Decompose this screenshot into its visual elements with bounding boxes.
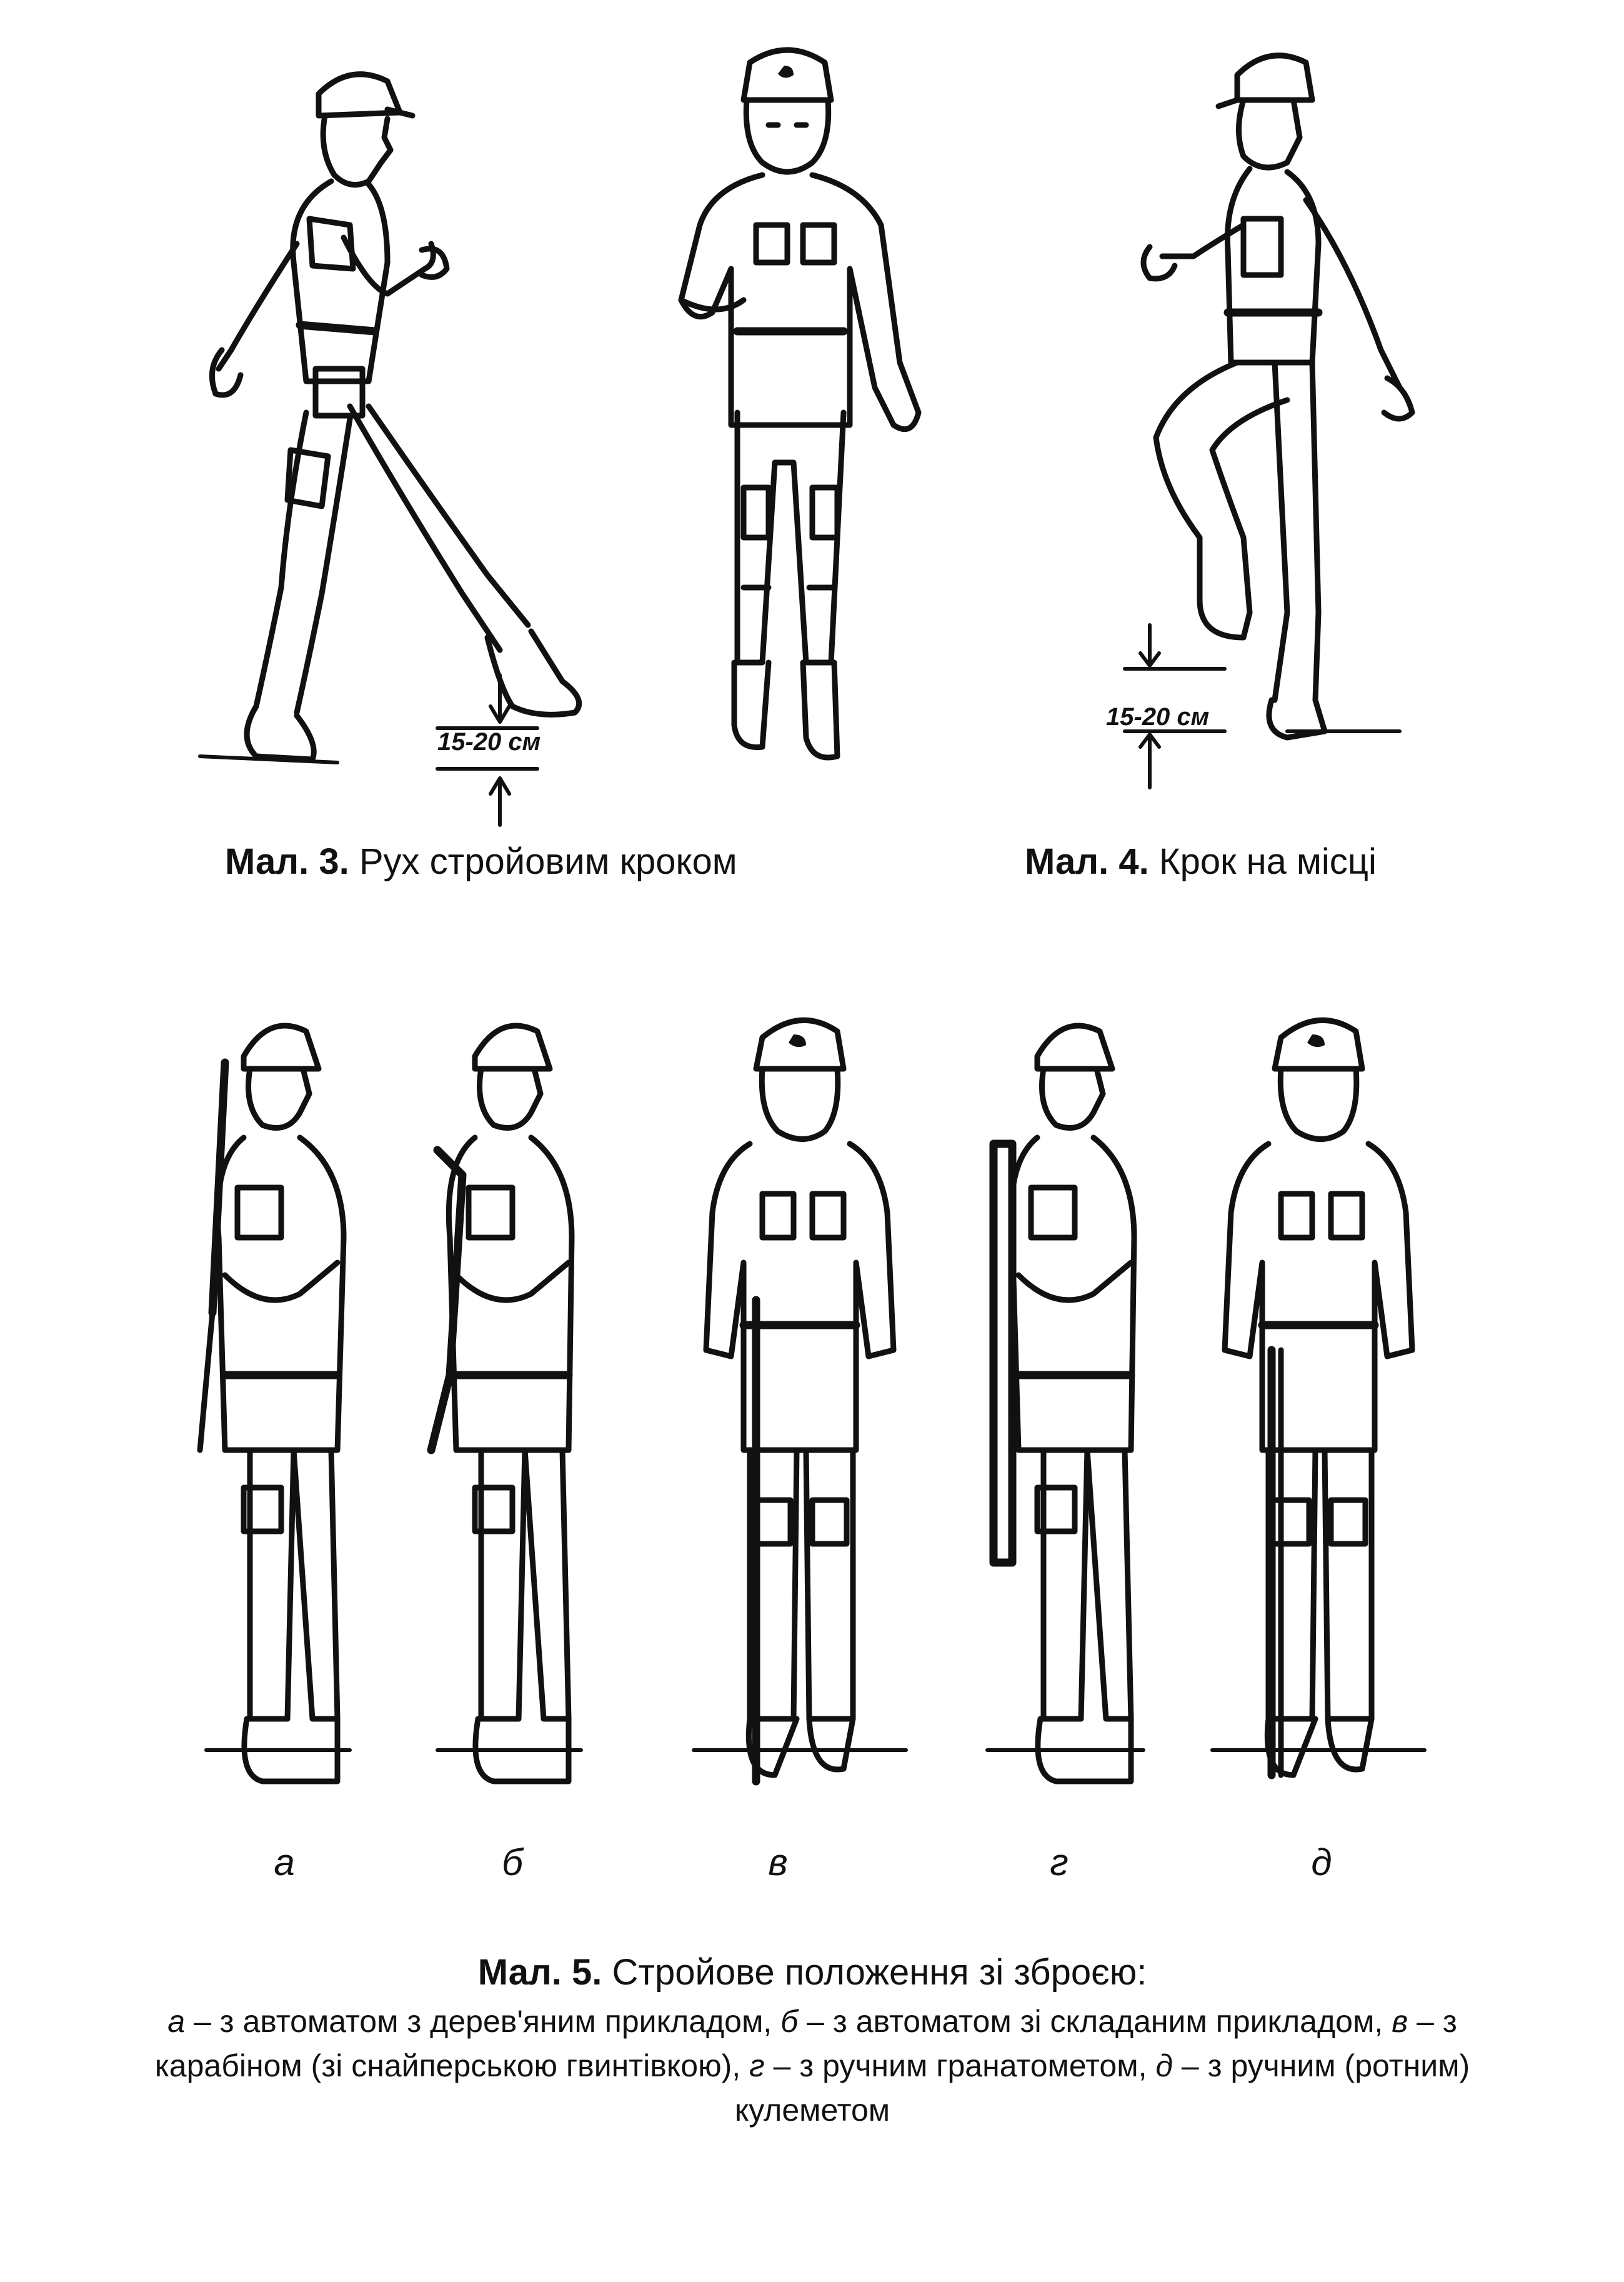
legend-text-d: – з ручним (ротним) кулеметом — [734, 2048, 1470, 2128]
fig3-step-height-label: 15-20 см — [437, 728, 541, 756]
fig5-letter-b: б — [502, 1841, 523, 1883]
step-in-place-soldier-illustration — [1123, 53, 1415, 789]
fig4-title: Крок на місці — [1158, 841, 1377, 882]
soldier-b-illustration — [427, 1023, 583, 1784]
marching-soldier-front-illustration — [678, 47, 922, 761]
fig5-caption-title: Мал. 5. Стройове положення зі зброєю: — [125, 1950, 1500, 1994]
fig5-caption: Мал. 5. Стройове положення зі зброєю: а … — [125, 1950, 1500, 2133]
soldier-v-illustration — [692, 1017, 908, 1786]
fig5-letter-a: а — [274, 1841, 295, 1883]
fig3-number: Мал. 3. — [225, 841, 349, 882]
legend-text-v: – з карабіном (зі снайперською гвинтівко… — [154, 2004, 1457, 2083]
fig3-caption: Мал. 3. Рух стройовим кроком — [225, 841, 737, 883]
fig5-letter-d: д — [1311, 1841, 1332, 1883]
soldier-g-illustration — [985, 1023, 1145, 1784]
fig5-title: Стройове положення зі зброєю: — [612, 1952, 1147, 1993]
legend-letter-a: а — [167, 2004, 186, 2039]
fig5-letter-v: в — [768, 1841, 788, 1883]
legend-text-b: – з автоматом зі складаним прикладом, — [798, 2004, 1392, 2039]
legend-text-a: – з автоматом з дерев'яним прикладом, — [185, 2004, 781, 2039]
fig4-caption: Мал. 4. Крок на місці — [1025, 841, 1377, 883]
legend-text-g: – з ручним гранатометом, — [764, 2048, 1156, 2083]
fig5-legend: а – з автоматом з дерев'яним прикладом, … — [155, 2004, 1470, 2128]
legend-letter-b: б — [780, 2004, 799, 2039]
legend-letter-g: г — [749, 2048, 765, 2083]
fig5-number: Мал. 5. — [477, 1952, 602, 1993]
marching-soldier-side-illustration — [198, 71, 582, 827]
soldier-a-illustration — [197, 1023, 352, 1784]
legend-letter-d: д — [1155, 2048, 1173, 2083]
soldier-d-illustration — [1210, 1017, 1427, 1779]
fig3-title: Рух стройовим кроком — [359, 841, 737, 882]
fig4-step-height-label: 15-20 см — [1106, 703, 1210, 731]
fig4-number: Мал. 4. — [1025, 841, 1149, 882]
fig5-letter-g: г — [1050, 1841, 1069, 1883]
legend-letter-v: в — [1392, 2004, 1408, 2039]
